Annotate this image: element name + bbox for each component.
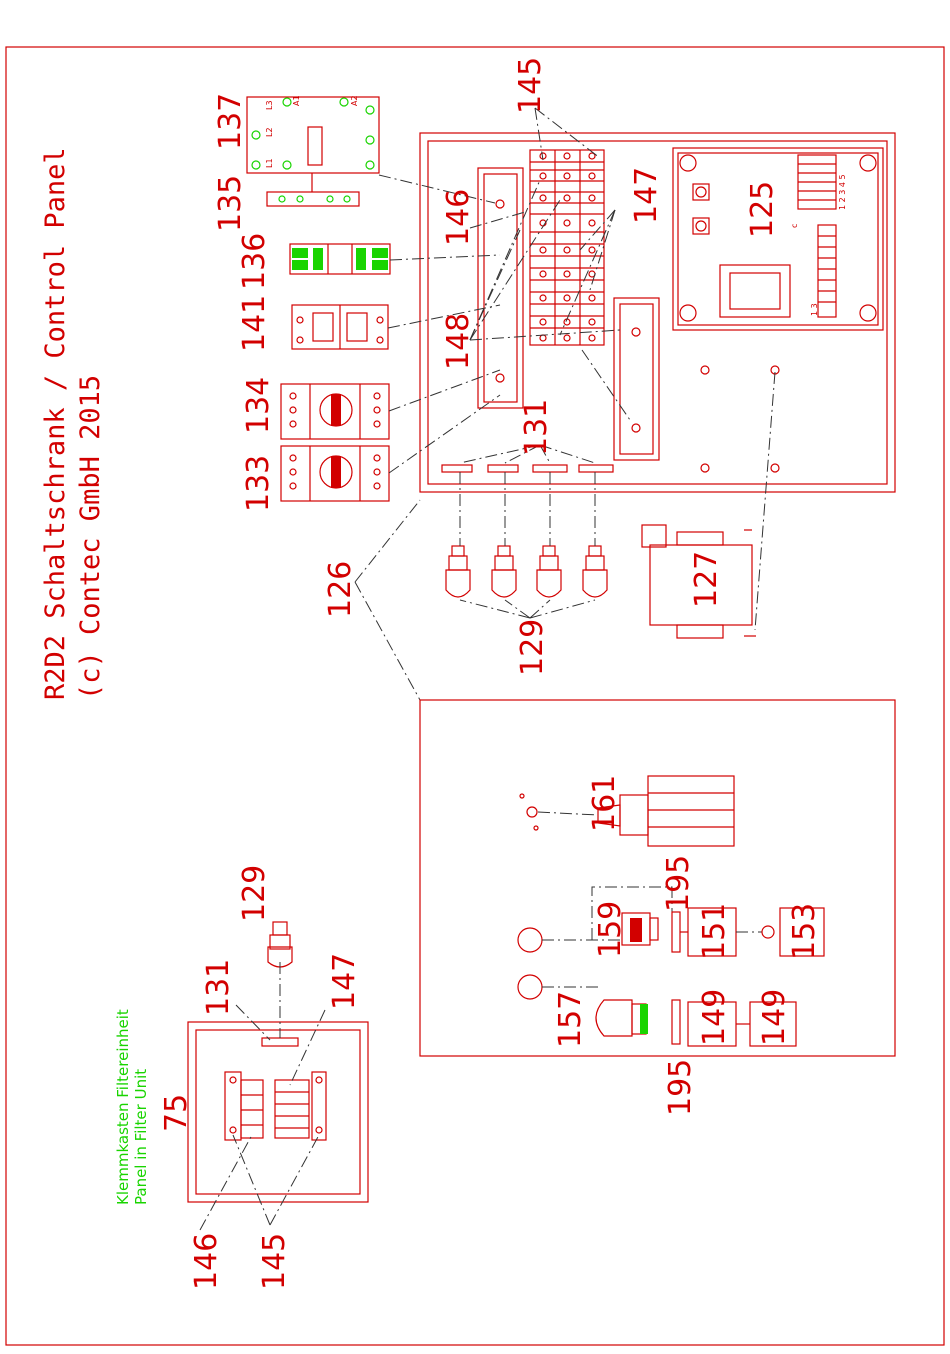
callout-145-filter: 145 bbox=[257, 1233, 292, 1290]
din-rail-lower bbox=[614, 298, 659, 460]
callout-137: 137 bbox=[213, 93, 248, 150]
callout-145: 145 bbox=[513, 57, 548, 114]
callout-127: 127 bbox=[689, 551, 724, 608]
filter-unit-number: 75 bbox=[159, 1094, 194, 1132]
callout-136: 136 bbox=[237, 233, 272, 290]
din-rail-146 bbox=[478, 168, 523, 408]
filter-gland-plate bbox=[262, 1038, 298, 1046]
callout-125: 125 bbox=[745, 181, 780, 238]
terminal-blocks-147 bbox=[530, 150, 604, 345]
callout-126: 126 bbox=[323, 561, 358, 618]
callout-157: 157 bbox=[553, 991, 588, 1048]
selector-161 bbox=[520, 776, 734, 846]
callout-195-top: 195 bbox=[661, 855, 696, 912]
title-line2: (c) Contec GmbH 2015 bbox=[75, 375, 106, 700]
callout-195-bottom: 195 bbox=[663, 1059, 698, 1116]
gland-plate-4 bbox=[579, 465, 613, 472]
rotary-switch-134 bbox=[281, 384, 389, 439]
board-mark-n2: 1 2 3 4 5 bbox=[838, 174, 847, 210]
callout-146: 146 bbox=[441, 189, 476, 246]
callout-153: 153 bbox=[787, 903, 822, 960]
callout-161: 161 bbox=[587, 775, 622, 832]
svg-text:L3: L3 bbox=[265, 100, 274, 110]
control-board-125: c 1 3 1 2 3 4 5 bbox=[673, 148, 883, 330]
callout-159: 159 bbox=[593, 901, 628, 958]
callout-135: 135 bbox=[213, 175, 248, 232]
filter-unit-box bbox=[188, 1022, 368, 1202]
callout-147: 147 bbox=[629, 167, 664, 224]
filter-cable-gland bbox=[268, 922, 292, 1038]
svg-text:L2: L2 bbox=[265, 127, 274, 137]
rotary-switch-133 bbox=[281, 446, 389, 501]
callout-146-filter: 146 bbox=[189, 1233, 224, 1290]
filter-terminal-blocks bbox=[225, 1072, 326, 1140]
callout-133: 133 bbox=[241, 455, 276, 512]
aux-contact-135 bbox=[267, 192, 359, 206]
gland-plate-2 bbox=[488, 465, 518, 472]
board-mark-c: c bbox=[790, 224, 799, 228]
callout-131-filter: 131 bbox=[201, 959, 236, 1016]
callout-labels: 137 135 136 141 134 133 126 146 148 145 … bbox=[159, 57, 822, 1290]
leader-lines bbox=[355, 108, 775, 700]
svg-text:L1: L1 bbox=[265, 158, 274, 168]
callout-134: 134 bbox=[241, 377, 276, 434]
callout-148: 148 bbox=[441, 313, 476, 370]
filter-unit-title-1: Klemmkasten Filtereinheit bbox=[114, 1009, 132, 1205]
callout-129: 129 bbox=[515, 619, 550, 676]
gland-plate-1 bbox=[442, 465, 472, 472]
relay-136 bbox=[290, 244, 390, 274]
callout-149-a: 149 bbox=[697, 989, 732, 1046]
circuit-breaker-141 bbox=[292, 305, 388, 349]
svg-text:A1: A1 bbox=[292, 95, 301, 106]
title-line1: R2D2 Schaltschrank / Control Panel bbox=[40, 147, 71, 700]
callout-131: 131 bbox=[519, 399, 554, 456]
svg-text:A2: A2 bbox=[350, 95, 359, 106]
contactor-137: A1 A2 L1 L2 L3 bbox=[247, 95, 379, 173]
callout-147-filter: 147 bbox=[327, 953, 362, 1010]
gland-plate-3 bbox=[533, 465, 567, 472]
callout-151: 151 bbox=[697, 903, 732, 960]
board-mark-n1: 1 3 bbox=[810, 303, 819, 316]
cable-glands-129 bbox=[446, 546, 607, 597]
filter-unit-title-2: Panel in Filter Unit bbox=[132, 1069, 150, 1205]
callout-141: 141 bbox=[237, 295, 272, 352]
door-panel bbox=[420, 700, 895, 1056]
callout-129-filter: 129 bbox=[237, 865, 272, 922]
callout-149-b: 149 bbox=[757, 989, 792, 1046]
